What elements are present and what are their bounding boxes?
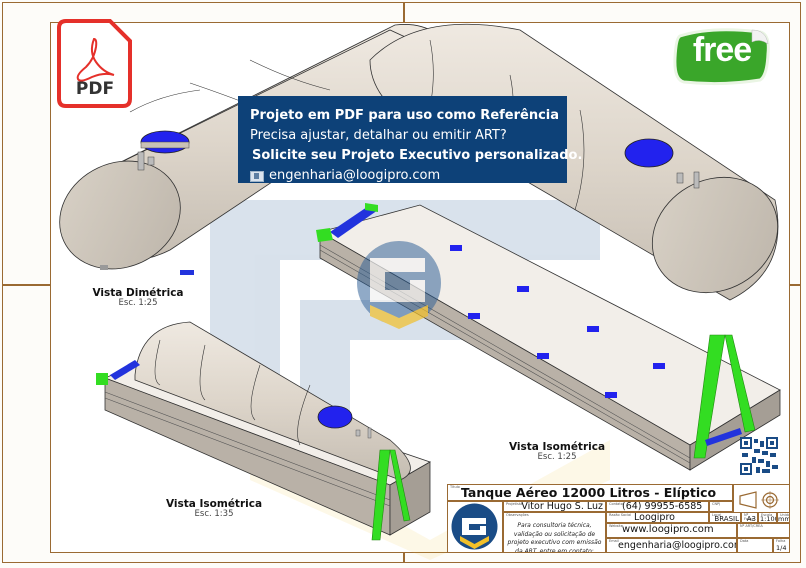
- title-caption: Título: [450, 485, 460, 489]
- view-scale: Esc. 1:35: [194, 509, 234, 519]
- view-name: Vista Isométrica: [508, 441, 606, 453]
- contact-caption: Contato: [609, 502, 623, 506]
- author-cell: Projetista Vitor Hugo S. Luz: [503, 501, 606, 512]
- promo-email-row[interactable]: engenharia@loogipro.com: [250, 166, 557, 186]
- website-link[interactable]: www.loogipro.com: [622, 524, 714, 535]
- free-badge[interactable]: free: [672, 24, 772, 88]
- center-mark-left: [2, 284, 50, 286]
- center-mark-top: [403, 2, 405, 22]
- center-mark-bottom: [403, 553, 405, 563]
- art-cell: Nº ART/CREA: [737, 523, 790, 538]
- promo-title: Projeto em PDF para uso como Referência: [250, 108, 560, 123]
- view-scale: Esc. 1:25: [537, 452, 577, 462]
- pdf-badge[interactable]: PDF: [56, 17, 134, 110]
- free-sticker-icon: [673, 28, 770, 86]
- sheet-size-caption: Nº Folha: [744, 513, 754, 521]
- notes-cell: Observações Para consultoria técnica, va…: [503, 512, 606, 553]
- country: BRASIL: [714, 515, 739, 523]
- unit: mm: [778, 515, 790, 523]
- contact-cell: Contato (64) 99955-6585: [606, 501, 709, 512]
- scale-caption: Escala: [761, 513, 773, 517]
- email-link[interactable]: engenharia@loogipro.com: [618, 540, 737, 551]
- free-label: free: [692, 31, 752, 69]
- sheet-size-cell: Nº Folha A3: [741, 512, 758, 523]
- notes-caption: Observações: [506, 513, 529, 517]
- contact-phone[interactable]: (64) 99955-6585: [622, 501, 703, 512]
- view-label-dimetric: Vista Dimétrica Esc. 1:25: [78, 287, 198, 308]
- logo-cell: [447, 501, 503, 553]
- company-caption: Razão Social: [609, 513, 632, 517]
- drawing-title: Tanque Aéreo 12000 Litros - Elíptico: [461, 485, 717, 500]
- center-mark-right: [790, 284, 801, 286]
- pdf-file-icon: [57, 19, 132, 108]
- title-cell: Título Tanque Aéreo 12000 Litros - Elípt…: [447, 484, 733, 501]
- promo-cta: Solicite seu Projeto Executivo personali…: [252, 148, 583, 163]
- scale: 1:100: [760, 515, 777, 523]
- view-name: Vista Isométrica: [165, 498, 263, 510]
- promo-email[interactable]: engenharia@loogipro.com: [269, 168, 441, 183]
- email-caption: Email: [609, 539, 619, 543]
- country-caption: Local: [712, 513, 722, 517]
- cnpj-cell: CNPJ: [709, 501, 733, 512]
- tank-isometric-small: [96, 321, 431, 541]
- title-block: Título Tanque Aéreo 12000 Litros - Elípt…: [447, 484, 790, 553]
- country-cell: Local BRASIL: [709, 512, 741, 523]
- watermark-emblem: [357, 241, 441, 329]
- envelope-icon: [250, 170, 264, 182]
- outer-frame: [2, 2, 801, 563]
- art-caption: Nº ART/CREA: [740, 524, 763, 528]
- page-number: 1/4: [776, 544, 787, 552]
- website-caption: Website: [609, 524, 623, 528]
- pdf-label: PDF: [75, 79, 115, 99]
- sheet-size: A3: [746, 515, 756, 523]
- view-label-isometric-large: Vista Isométrica Esc. 1:25: [497, 441, 617, 462]
- author: Vitor Hugo S. Luz: [521, 501, 603, 512]
- notes-text: Para consultoria técnica, validação ou s…: [507, 522, 602, 553]
- view-label-isometric-small: Vista Isométrica Esc. 1:35: [154, 498, 274, 519]
- view-name: Vista Dimétrica: [92, 287, 184, 299]
- cnpj-caption: CNPJ: [712, 502, 721, 506]
- company-cell: Razão Social Loogipro: [606, 512, 709, 523]
- promo-question: Precisa ajustar, detalhar ou emitir ART?: [250, 128, 507, 143]
- unit-cell: Unidade mm: [777, 512, 790, 523]
- page-caption: Folha: [776, 539, 786, 543]
- promo-banner: Projeto em PDF para uso como Referência …: [238, 96, 583, 186]
- website-cell: Website www.loogipro.com: [606, 523, 737, 538]
- first-angle-projection-icon: [739, 491, 779, 509]
- view-scale: Esc. 1:25: [118, 298, 158, 308]
- loogipro-logo: [451, 503, 498, 550]
- author-caption: Projetista: [506, 502, 523, 506]
- email-cell: Email engenharia@loogipro.com: [606, 538, 737, 553]
- page-cell: Folha 1/4: [773, 538, 790, 553]
- date-cell: Data: [737, 538, 773, 553]
- scale-cell: Escala 1:100: [758, 512, 777, 523]
- company-name: Loogipro: [634, 512, 675, 523]
- date-caption: Data: [740, 539, 749, 543]
- qr-code[interactable]: [740, 437, 778, 475]
- unit-caption: Unidade: [780, 513, 790, 517]
